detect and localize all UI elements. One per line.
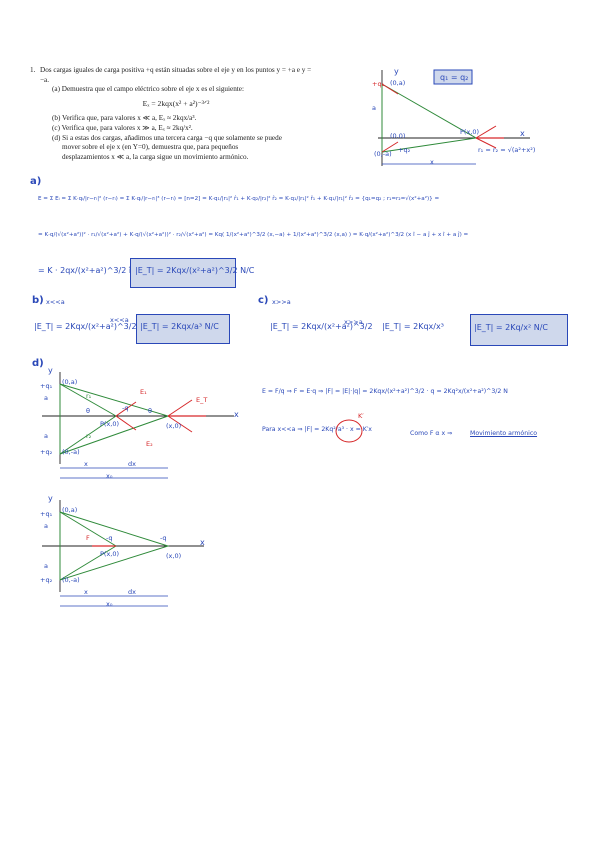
section-d-eq1: E = F/q ⇒ F = E·q ⇒ |F| = |E|·|q| = 2Kqx…	[262, 388, 508, 395]
d1-p: P(x,0)	[100, 420, 120, 428]
d2-a-top: a	[44, 522, 48, 530]
part-d-line2: mover sobre el eje x (en Y=0), demuestra…	[62, 143, 239, 152]
d2-bottom: (0,-a)	[62, 576, 80, 584]
d2-axis-y: y	[48, 494, 53, 503]
d1-neg-charge: -q	[122, 404, 129, 412]
label-r: r₁ = r₂ = √(a²+x²)	[478, 146, 536, 154]
d2-dx: dx	[128, 588, 136, 596]
highlight-circle	[335, 419, 363, 443]
section-c-condition: x>>a	[272, 298, 291, 306]
d2-f: F	[86, 534, 90, 542]
problem-statement: 1. Dos cargas iguales de carga positiva …	[30, 66, 322, 162]
field-formula: Eₓ = 2kqx(x² + a²)⁻³ᐟ²	[142, 98, 210, 108]
section-c-left: |E_T| = 2Kqx/(x²+a²)^3/2	[270, 322, 373, 331]
part-d-line1: (d) Si a estas dos cargas, añadimos una …	[52, 133, 282, 142]
problem-text: Dos cargas iguales de carga positiva +q …	[40, 66, 312, 84]
d1-bottom: (0,-a)	[62, 448, 80, 456]
section-a-line2: = K·q/(√(x²+a²))² · r₁/√(x²+a²) + K·q/(√…	[38, 232, 469, 238]
charge-top: +q₁	[372, 80, 385, 88]
section-d-k: K′	[358, 412, 364, 420]
d1-top-charge: +q₁	[40, 382, 53, 390]
section-b-label: b)	[32, 295, 44, 306]
point-bottom: (0,-a)	[374, 150, 392, 158]
section-d-eq3-result: Movimiento armónico	[470, 430, 538, 437]
d1-a-bottom: a	[44, 432, 48, 440]
section-b-arrow: x<<a	[110, 316, 129, 324]
section-d-label: d)	[32, 358, 44, 369]
section-a-label: a)	[30, 176, 42, 187]
axis-y: y	[394, 67, 399, 76]
d2-xo: x₀	[106, 600, 113, 608]
part-c: (c) Verifica que, para valores x ≫ a, Eₓ…	[52, 123, 193, 132]
section-b-result: |E_T| = 2Kqx/a³ N/C	[140, 322, 219, 331]
d1-e1: E₁	[140, 388, 147, 396]
charge-bottom: +q₂	[398, 146, 411, 154]
section-d-eq2: Para x<<a ⇒ |F| = 2Kq²/a³ · x = K′x	[262, 426, 372, 433]
part-d-line3: desplazamientos x ≪ a, la carga sigue un…	[62, 152, 249, 161]
d1-r1: r₁	[86, 392, 92, 400]
diagram-d1	[42, 372, 234, 479]
section-c-arrow: x>>a	[344, 318, 363, 326]
d2-top: (0,a)	[62, 506, 78, 514]
label-a: a	[372, 104, 376, 112]
d1-bottom-charge: +q₂	[40, 448, 53, 456]
part-a: (a) Demuestra que el campo eléctrico sob…	[52, 85, 244, 94]
section-b-result-box	[136, 314, 230, 344]
d1-r2: r₂	[86, 432, 92, 440]
section-a-line1: E = Σ Eᵢ = Σ K·qᵢ/|r−rᵢ|² (r−rᵢ) = Σ K·q…	[38, 196, 440, 202]
d1-dx: dx	[128, 460, 136, 468]
d1-axis-x: x	[234, 410, 239, 419]
d2-top-charge: +q₁	[40, 510, 53, 518]
label-q-equal: q₁ = q₂	[440, 73, 469, 82]
d1-et: E_T	[196, 396, 208, 404]
section-b-condition: x<<a	[46, 298, 65, 306]
d1-e2: E₂	[146, 440, 153, 448]
diagram-d2	[42, 500, 204, 607]
d1-theta-1: θ	[86, 407, 90, 415]
axis-x: x	[520, 129, 525, 138]
section-a-result: |E_T| = 2Kqx/(x²+a²)^3/2 N/C	[135, 266, 255, 275]
point-top: (0,a)	[390, 79, 406, 87]
point-p: P(x,0)	[460, 128, 480, 136]
d1-x: x	[84, 460, 88, 468]
top-diagram	[378, 69, 530, 166]
d1-top: (0,a)	[62, 378, 78, 386]
d1-xo: x₀	[106, 472, 113, 480]
d2-neg-charge-2: -q	[160, 534, 167, 542]
section-d-eq3-prefix: Como F α x ⇒	[410, 430, 453, 437]
d2-a-bottom: a	[44, 562, 48, 570]
section-c-label: c)	[258, 295, 269, 306]
point-origin: (0,0)	[390, 132, 406, 140]
d1-theta-2: θ	[148, 407, 152, 415]
label-x-dist: x	[430, 158, 434, 166]
problem-number: 1.	[30, 66, 36, 74]
d2-p: P(x,0)	[100, 550, 120, 558]
d2-mid: (x,0)	[166, 552, 182, 560]
section-b-left: |E_T| = 2Kqx/(x²+a²)^3/2	[34, 322, 137, 331]
d2-bottom-charge: +q₂	[40, 576, 53, 584]
d2-axis-x: x	[200, 538, 205, 547]
d2-neg-charge-1: -q	[106, 534, 113, 542]
d2-x: x	[84, 588, 88, 596]
section-a-result-box	[130, 258, 236, 288]
d1-mid: (x,0)	[166, 422, 182, 430]
d1-a-top: a	[44, 394, 48, 402]
section-c-result: |E_T| = 2Kq/x² N/C	[474, 323, 548, 332]
section-c-result-box	[470, 314, 568, 346]
part-b: (b) Verifica que, para valores x ≪ a, Eₓ…	[52, 114, 197, 123]
d1-axis-y: y	[48, 366, 53, 375]
section-c-mid: |E_T| = 2Kqx/x³	[382, 322, 444, 331]
section-a-line3: = K · 2qx/(x²+a²)^3/2 î	[38, 266, 132, 275]
